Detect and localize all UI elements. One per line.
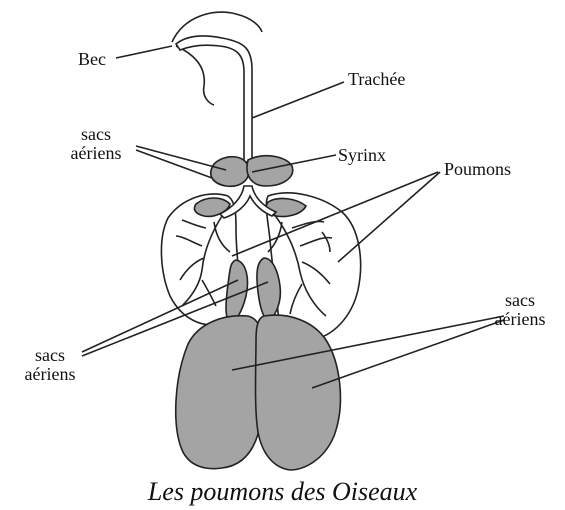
abdominal-air-sac-right [256, 315, 341, 470]
label-sacs-lower-right-line2: aériens [478, 310, 562, 329]
label-sacs-lower-right-line1: sacs [478, 291, 562, 310]
leader-trachee [252, 82, 344, 118]
label-sacs-upper-line1: sacs [54, 125, 138, 144]
label-sacs-aeriens-upper: sacs aériens [54, 125, 138, 163]
trachea [176, 36, 252, 162]
label-sacs-upper-line2: aériens [54, 144, 138, 163]
label-bec: Bec [78, 50, 106, 68]
label-trachee: Trachée [348, 70, 405, 88]
label-sacs-lower-left-line2: aériens [8, 365, 92, 384]
leader-poumons-2 [338, 172, 440, 262]
syrinx-air-sac-left [211, 157, 249, 187]
label-poumons: Poumons [444, 160, 511, 178]
leader-bec [116, 46, 172, 58]
label-syrinx: Syrinx [338, 146, 386, 164]
leader-sacs-lower-right-2 [312, 320, 504, 388]
label-sacs-aeriens-lower-left: sacs aériens [8, 346, 92, 384]
label-sacs-aeriens-lower-right: sacs aériens [478, 291, 562, 329]
label-sacs-lower-left-line1: sacs [8, 346, 92, 365]
figure-caption: Les poumons des Oiseaux [0, 479, 565, 505]
abdominal-air-sac-left [176, 316, 262, 469]
